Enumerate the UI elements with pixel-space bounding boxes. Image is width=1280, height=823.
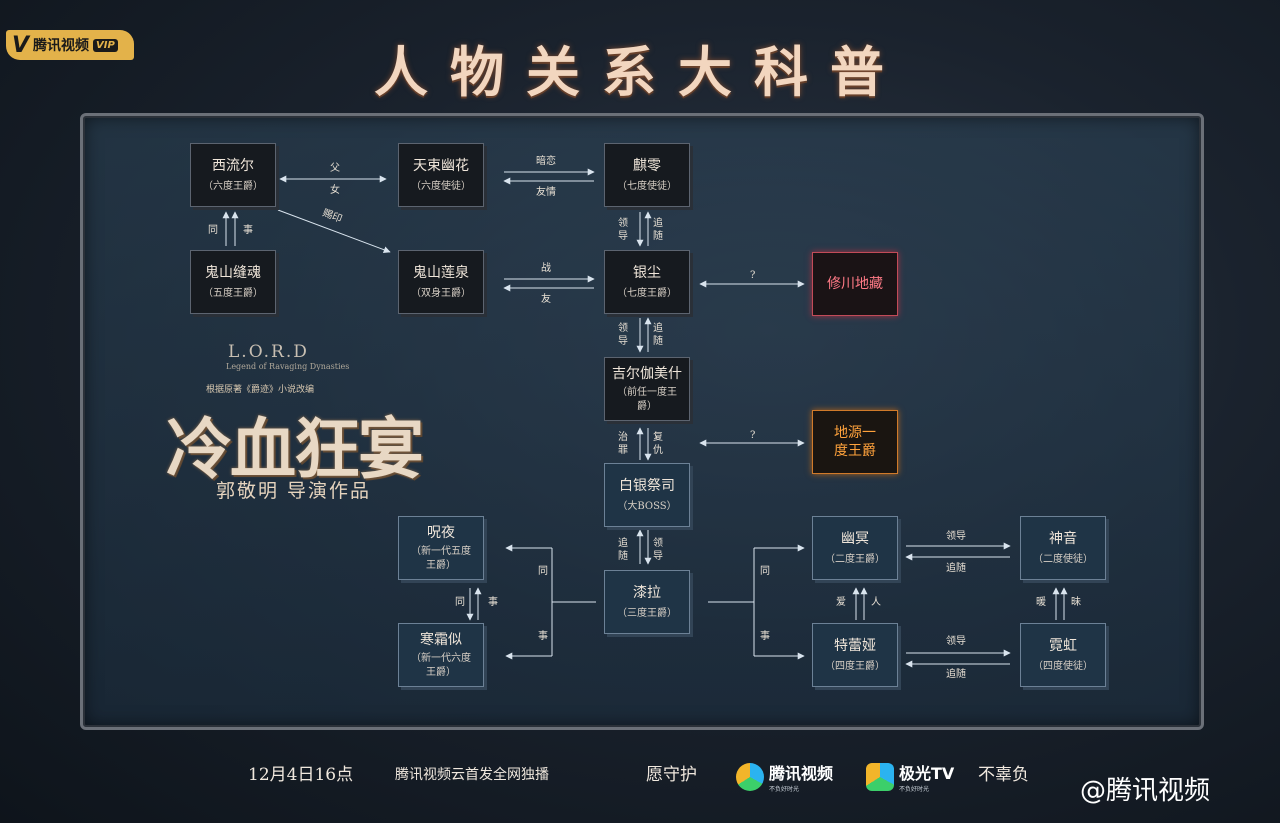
- director-credit: 郭敬明 导演作品: [216, 480, 372, 502]
- rel-label-ling-3: 领: [653, 538, 663, 549]
- rel-label-tong-3: 同: [455, 597, 465, 608]
- rel-label-fu: 父: [330, 163, 340, 174]
- rel-label-shi-1: 事: [243, 225, 253, 236]
- rel-label-shi-4: 事: [760, 631, 770, 642]
- rel-label-tong-2: 同: [538, 566, 548, 577]
- rel-label-q2: ?: [750, 430, 756, 441]
- rel-label-mei: 昧: [1071, 597, 1081, 608]
- rel-label-lingdao-1: 领导: [946, 531, 966, 542]
- node-nihong: 霓虹 （四度使徒）: [1020, 623, 1106, 687]
- rel-label-q1: ?: [750, 270, 756, 281]
- weibo-watermark: @腾讯视频: [1080, 776, 1211, 806]
- rel-label-zhuisui-1: 追随: [946, 563, 966, 574]
- rel-label-dao-2: 导: [618, 336, 628, 347]
- tencent-video-app: 腾讯视频 不负好时光: [736, 760, 833, 793]
- node-jier: 吉尔伽美什 （前任一度王爵）: [604, 357, 690, 421]
- node-teleiya: 特蕾娅 （四度王爵）: [812, 623, 898, 687]
- rel-label-shi-2: 事: [538, 631, 548, 642]
- node-diyuan: 地源一度王爵: [812, 410, 898, 474]
- rel-label-ren: 人: [871, 597, 881, 608]
- rel-label-zhi: 治: [618, 432, 628, 443]
- node-guishanfeng: 鬼山缝魂 （五度王爵）: [190, 250, 276, 314]
- tencent-video-logo: V 腾讯视频 VIP: [6, 30, 134, 60]
- rel-label-shi-3: 事: [488, 597, 498, 608]
- rel-label-dao-3: 导: [653, 551, 663, 562]
- platform-note: 腾讯视频云首发全网独播: [395, 767, 549, 783]
- rel-label-zui: 罪: [618, 445, 628, 456]
- movie-title: 冷血狂宴: [166, 410, 424, 488]
- rel-label-zhuisui-2: 追随: [946, 669, 966, 680]
- jiguang-tv-app: 极光TV 不负好时光: [866, 760, 954, 793]
- node-guishanlian: 鬼山莲泉 （双身王爵）: [398, 250, 484, 314]
- adapt-note: 根据原著《爵迹》小说改编: [206, 385, 315, 395]
- rel-label-nv: 女: [330, 185, 340, 196]
- node-yinchen: 银尘 （七度王爵）: [604, 250, 690, 314]
- rel-label-you: 友: [541, 294, 551, 305]
- slogan-left: 愿守护: [646, 765, 697, 785]
- rel-label-anlian: 暗恋: [536, 156, 556, 167]
- node-qiling: 麒零 （七度使徒）: [604, 143, 690, 207]
- rel-label-ai: 爱: [836, 597, 846, 608]
- rel-label-dao-1: 导: [618, 231, 628, 242]
- rel-label-zhui-2: 追: [653, 323, 663, 334]
- node-hanshuang: 寒霜似 （新一代六度王爵）: [398, 623, 484, 687]
- rel-label-sui-1: 随: [653, 231, 663, 242]
- logo-brand-text: 腾讯视频: [33, 38, 90, 54]
- node-shenyin: 神音 （二度使徒）: [1020, 516, 1106, 580]
- rel-label-ling-2: 领: [618, 323, 628, 334]
- lord-subtitle: Legend of Ravaging Dynasties: [226, 362, 350, 371]
- node-zhouye: 呪夜 （新一代五度王爵）: [398, 516, 484, 580]
- rel-label-zhan: 战: [541, 263, 551, 274]
- node-qila: 漆拉 （三度王爵）: [604, 570, 690, 634]
- rel-label-chou: 仇: [653, 445, 663, 456]
- rel-label-youqing: 友情: [536, 187, 556, 198]
- page-title: 人物关系大科普: [374, 40, 906, 104]
- rel-label-nuan: 暖: [1036, 597, 1046, 608]
- rel-label-zhui-3: 追: [618, 538, 628, 549]
- lord-title: L.O.R.D: [228, 342, 309, 362]
- rel-label-lingdao-2: 领导: [946, 636, 966, 647]
- rel-label-tong-1: 同: [208, 225, 218, 236]
- rel-label-tong-4: 同: [760, 566, 770, 577]
- rel-label-sui-3: 随: [618, 551, 628, 562]
- release-time: 12月4日16点: [248, 765, 354, 785]
- rel-label-ling-1: 领: [618, 218, 628, 229]
- vip-badge: VIP: [93, 38, 118, 52]
- rel-label-fu2: 复: [653, 432, 663, 443]
- node-xiuchuan: 修川地藏: [812, 252, 898, 316]
- rel-label-sui-2: 随: [653, 336, 663, 347]
- node-xiliuer: 西流尔 （六度王爵）: [190, 143, 276, 207]
- rel-label-zhui-1: 追: [653, 218, 663, 229]
- node-baiyin: 白银祭司 （大BOSS）: [604, 463, 690, 527]
- tencent-video-icon: [736, 762, 764, 791]
- jiguang-tv-icon: [866, 762, 894, 791]
- slogan-right: 不辜负: [978, 765, 1029, 785]
- node-tianshu: 天束幽花 （六度使徒）: [398, 143, 484, 207]
- node-youming: 幽冥 （二度王爵）: [812, 516, 898, 580]
